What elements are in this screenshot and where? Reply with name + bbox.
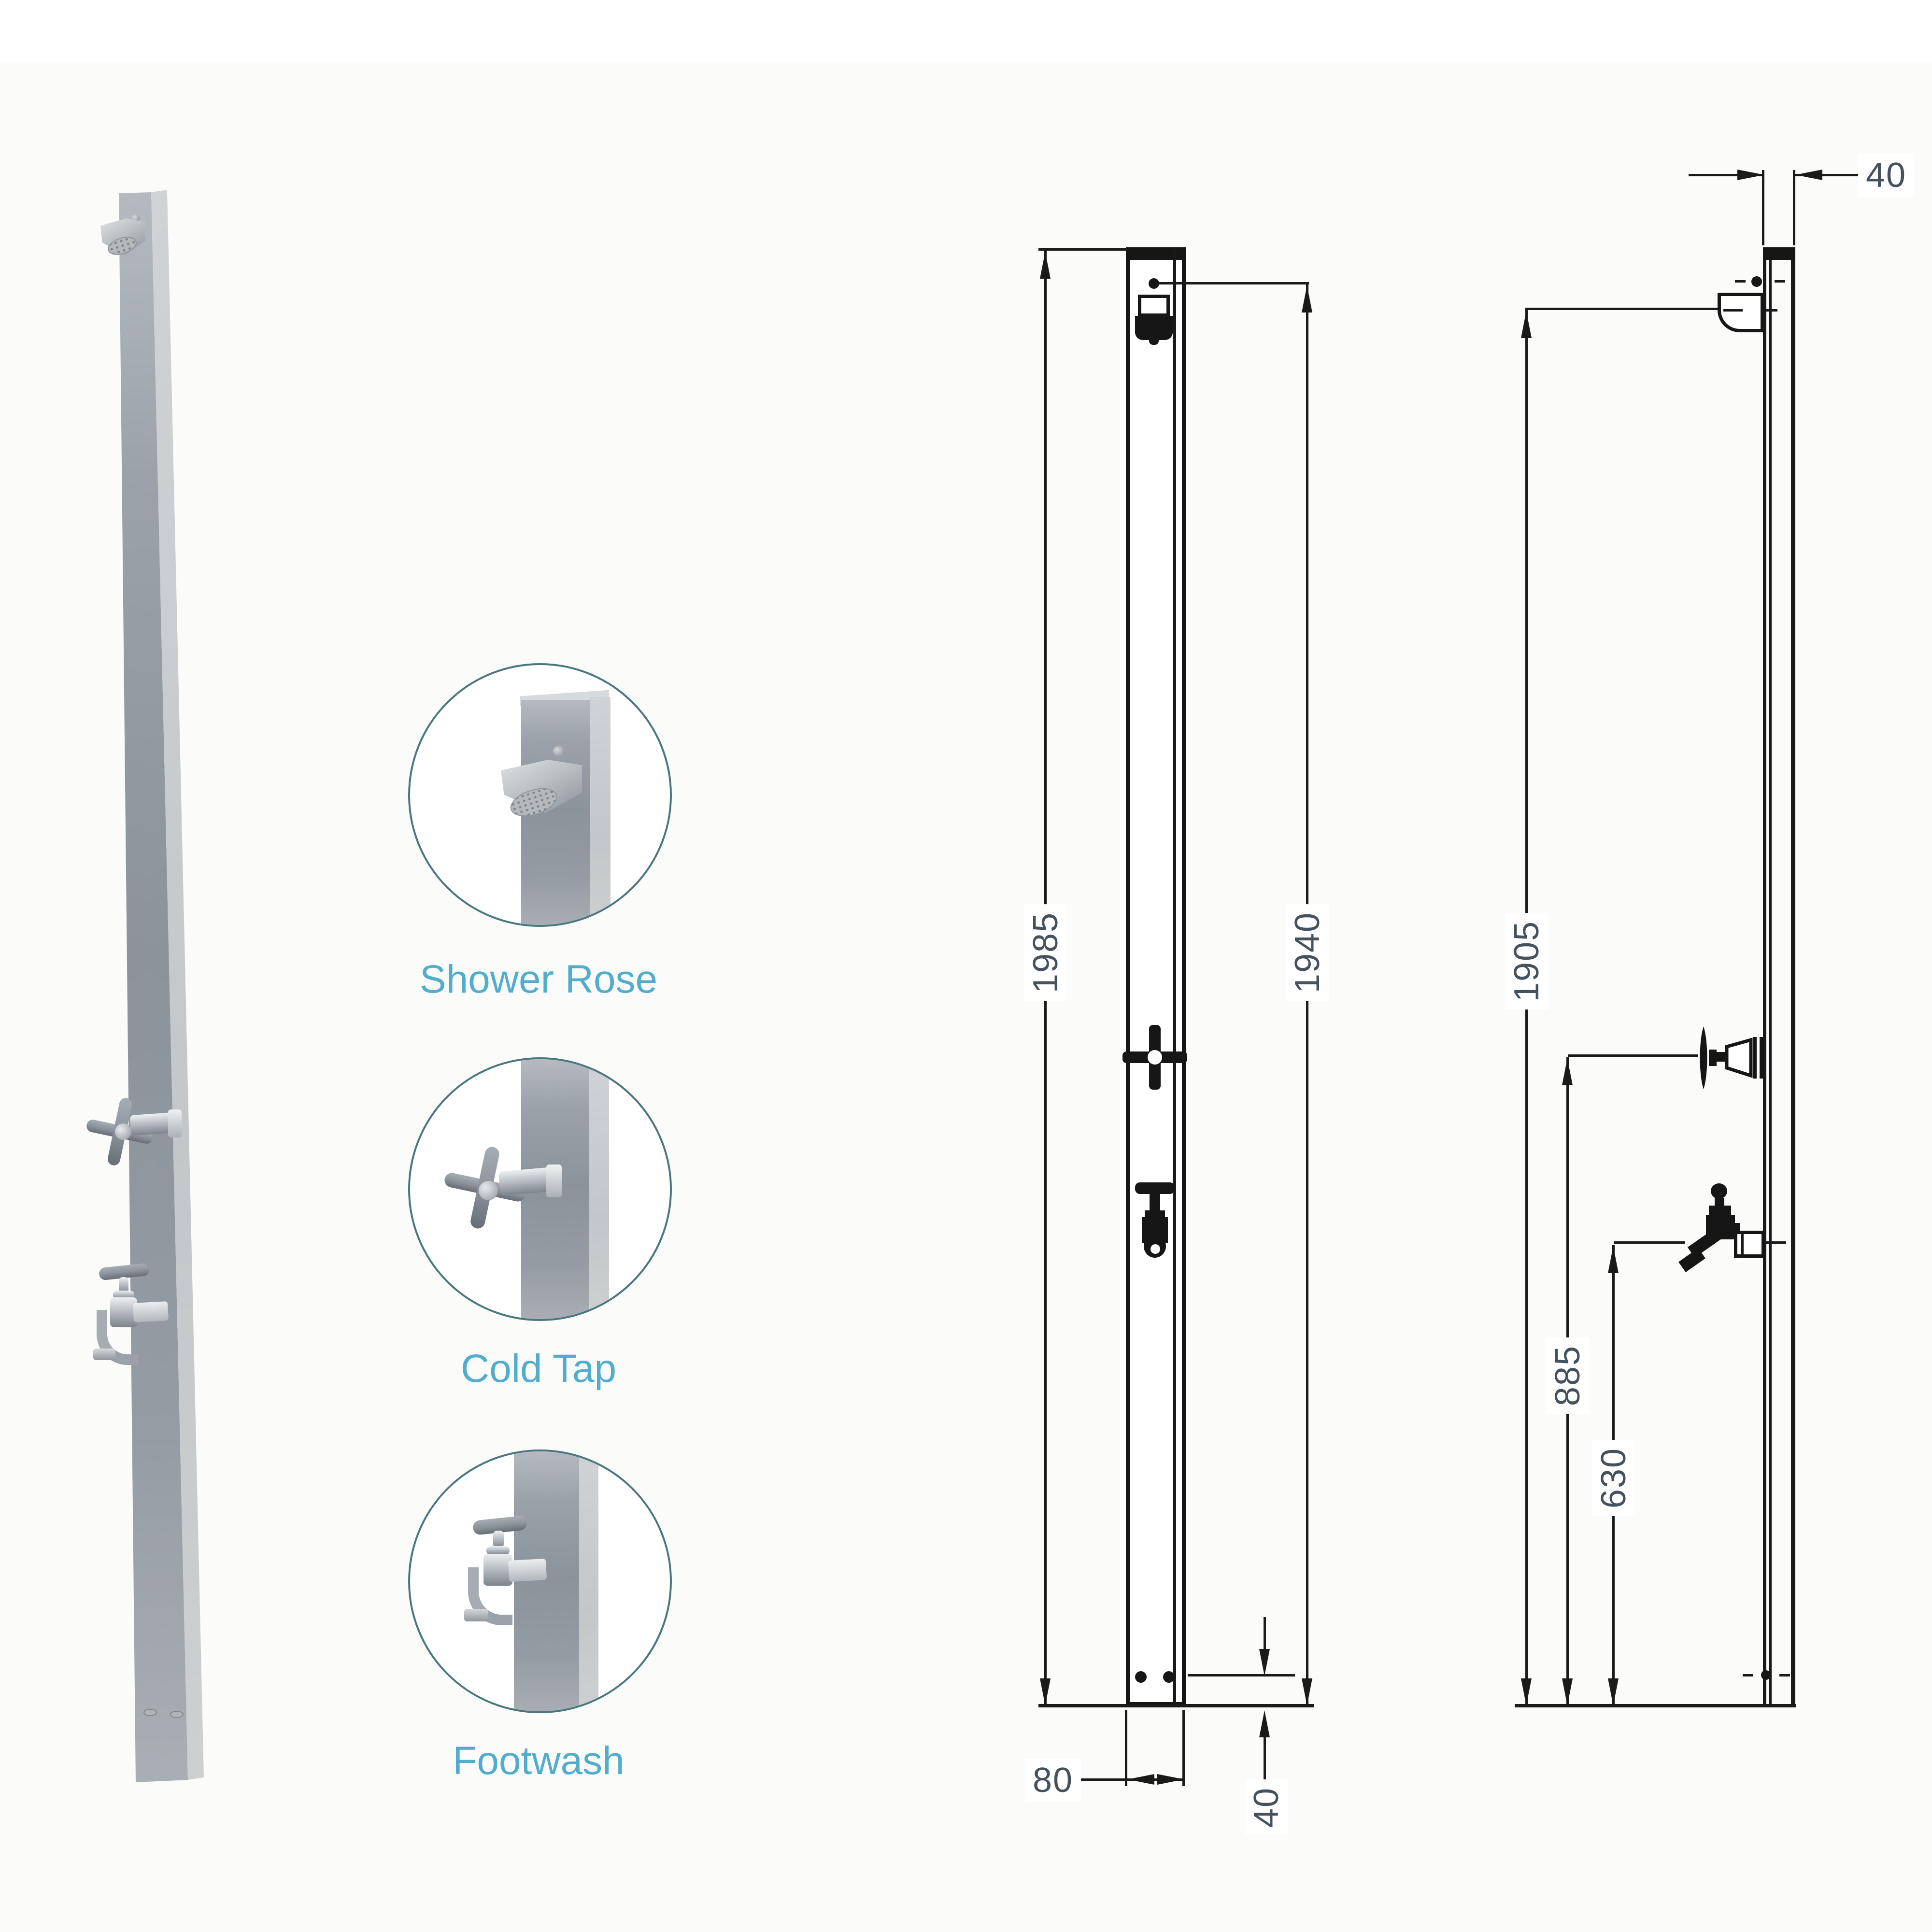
shower-rose-label: Shower Rose bbox=[419, 957, 658, 1001]
cold-tap-circle bbox=[408, 1057, 672, 1321]
front-base-line bbox=[1038, 1704, 1314, 1707]
front-column-outline bbox=[1126, 247, 1186, 1706]
side-column-outline bbox=[1763, 247, 1766, 1706]
shower-rose-circle bbox=[408, 663, 672, 927]
footwash-circle bbox=[408, 1449, 672, 1713]
cold-tap-label: Cold Tap bbox=[460, 1347, 617, 1391]
shower-rose-knob bbox=[553, 746, 565, 756]
page-background bbox=[0, 63, 1932, 1932]
side-base-line bbox=[1515, 1704, 1796, 1707]
footwash-label: Footwash bbox=[453, 1739, 625, 1783]
